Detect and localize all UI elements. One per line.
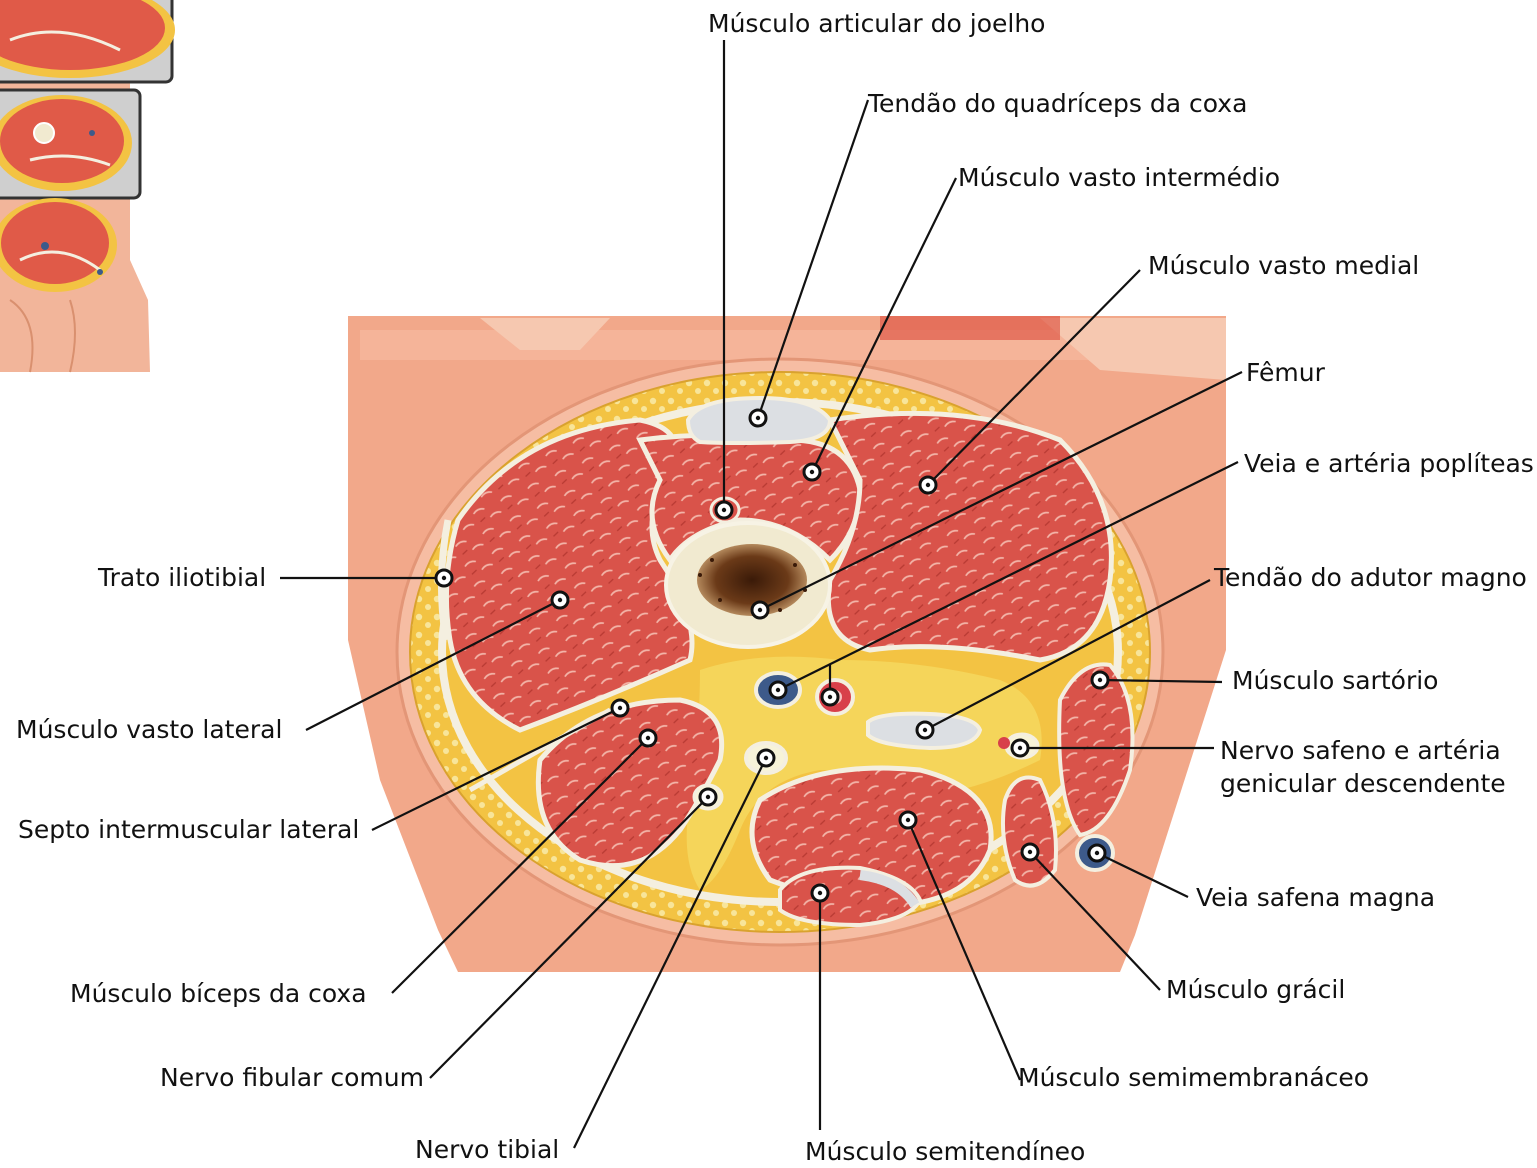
marker-veia-safena [1089,845,1105,861]
label-biceps-coxa: Músculo bíceps da coxa [70,978,367,1010]
marker-nervo-safeno [1012,740,1028,756]
marker-vasto-intermedio [804,464,820,480]
marker-articular-joelho [716,502,732,518]
marker-vasto-medial [920,477,936,493]
label-veia-safena-magna: Veia safena magna [1196,882,1435,914]
label-septo-intermuscular: Septo intermuscular lateral [18,814,359,846]
marker-sartorio [1092,672,1108,688]
label-semimembranaceo: Músculo semimembranáceo [1018,1062,1369,1094]
gracil-shape [1003,778,1056,886]
marker-veia-poplitea [770,682,786,698]
marker-biceps-coxa [640,730,656,746]
label-nervo-safeno-line1: Nervo safeno e artéria [1220,735,1501,767]
marker-semitendineo [812,885,828,901]
label-tendao-adutor-magno: Tendão do adutor magno [1214,562,1527,594]
label-nervo-fibular-comum: Nervo fibular comum [160,1062,424,1094]
marker-gracil [1022,844,1038,860]
label-vasto-lateral: Músculo vasto lateral [16,714,282,746]
label-nervo-tibial: Nervo tibial [415,1134,559,1166]
marker-trato-iliotibial [436,570,452,586]
marker-semimembranaceo [900,812,916,828]
vasto-medial-shape [828,413,1111,660]
label-semitendineo: Músculo semitendíneo [805,1136,1085,1168]
marker-tendao-quadriceps [750,410,766,426]
label-tendao-quadriceps: Tendão do quadríceps da coxa [868,88,1247,120]
marker-septo [612,700,628,716]
label-veia-arteria-popliteas: Veia e artéria poplíteas [1244,448,1534,480]
marker-nervo-tibial [758,750,774,766]
label-vasto-intermedio: Músculo vasto intermédio [958,162,1280,194]
label-sartorio: Músculo sartório [1232,665,1438,697]
marker-tendao-adutor [917,722,933,738]
label-gracil: Músculo grácil [1166,974,1345,1006]
label-articular-joelho: Músculo articular do joelho [708,8,1045,40]
label-trato-iliotibial: Trato iliotibial [98,562,266,594]
label-femur: Fêmur [1246,357,1325,389]
label-nervo-safeno-line2: genicular descendente [1220,768,1506,800]
label-vasto-medial: Músculo vasto medial [1148,250,1419,282]
marker-nervo-fibular [700,789,716,805]
marker-femur [752,602,768,618]
marker-vasto-lateral [552,592,568,608]
marker-arteria-poplitea [822,689,838,705]
